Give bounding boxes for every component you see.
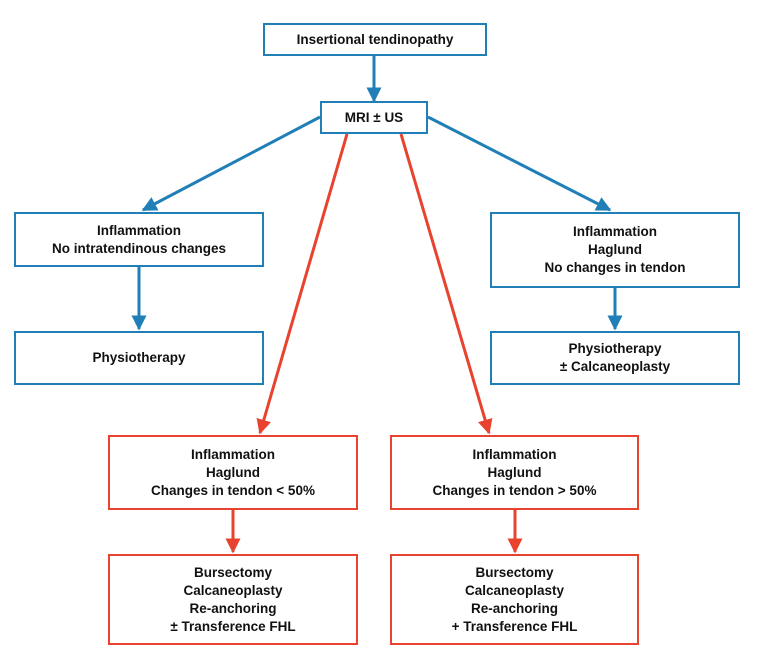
node-label: + Transference FHL (451, 618, 578, 634)
node-surgery-plus-minus-fhl: Bursectomy Calcaneoplasty Re-anchoring ±… (108, 554, 358, 645)
arrow-mri-to-mid-right-dx (399, 133, 493, 435)
node-label: Haglund (206, 464, 260, 480)
node-label: ± Transference FHL (170, 618, 296, 634)
node-inflammation-haglund-no-changes: Inflammation Haglund No changes in tendo… (490, 212, 740, 288)
node-label: ± Calcaneoplasty (559, 359, 671, 374)
node-label: Insertional tendinopathy (296, 31, 454, 47)
arrow-mri-to-mid-left-dx (256, 133, 349, 435)
node-inflammation-no-intratendinous-changes: Inflammation No intratendinous changes (14, 212, 264, 267)
node-mri-us: MRI ± US (320, 101, 428, 134)
node-label: Bursectomy (475, 564, 554, 580)
node-label: Changes in tendon > 50% (432, 482, 597, 498)
node-label: Calcaneoplasty (464, 582, 565, 598)
node-changes-under-50: Inflammation Haglund Changes in tendon <… (108, 435, 358, 510)
node-label: Inflammation (472, 446, 557, 462)
node-physiotherapy-calcaneoplasty: Physiotherapy ± Calcaneoplasty (490, 331, 740, 385)
node-label: Calcaneoplasty (183, 582, 283, 598)
node-label: No changes in tendon (544, 260, 686, 275)
node-label: Inflammation (572, 224, 657, 239)
node-label: Re-anchoring (470, 600, 558, 616)
node-label: No intratendinous changes (51, 240, 227, 256)
node-label: Haglund (588, 242, 642, 257)
node-label: Inflammation (96, 222, 181, 238)
node-label: MRI ± US (344, 109, 404, 125)
arrow-mri-to-right-dx (427, 115, 612, 212)
node-label: Physiotherapy (92, 350, 186, 365)
node-label: Inflammation (190, 446, 275, 462)
node-surgery-plus-fhl: Bursectomy Calcaneoplasty Re-anchoring +… (390, 554, 639, 645)
node-label: Haglund (487, 464, 542, 480)
node-insertional-tendinopathy: Insertional tendinopathy (263, 23, 487, 56)
node-label: Re-anchoring (189, 600, 277, 616)
node-label: Bursectomy (193, 564, 273, 580)
node-changes-over-50: Inflammation Haglund Changes in tendon >… (390, 435, 639, 510)
node-label: Changes in tendon < 50% (151, 482, 315, 498)
node-label: Physiotherapy (568, 341, 662, 356)
arrow-mri-to-left-dx (141, 115, 321, 212)
node-physiotherapy: Physiotherapy (14, 331, 264, 385)
